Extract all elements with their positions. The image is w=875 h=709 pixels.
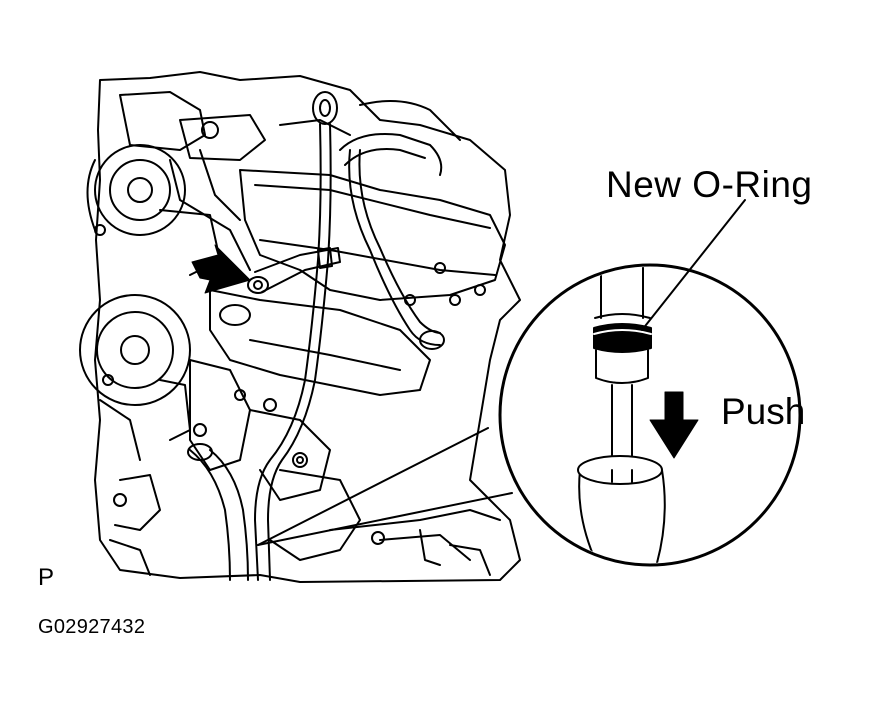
arrow-down-icon <box>649 391 699 459</box>
new-o-ring-label: New O-Ring <box>606 164 813 205</box>
engine-block-illustration <box>79 71 521 583</box>
dipstick-assembly <box>247 91 341 581</box>
detail-callout <box>257 263 802 567</box>
o-ring-leader-line <box>641 199 746 331</box>
push-label: Push <box>721 391 806 432</box>
view-letter-label: P <box>38 564 55 591</box>
arrow-right-icon <box>191 244 251 294</box>
figure-id-label: G02927432 <box>38 616 146 638</box>
